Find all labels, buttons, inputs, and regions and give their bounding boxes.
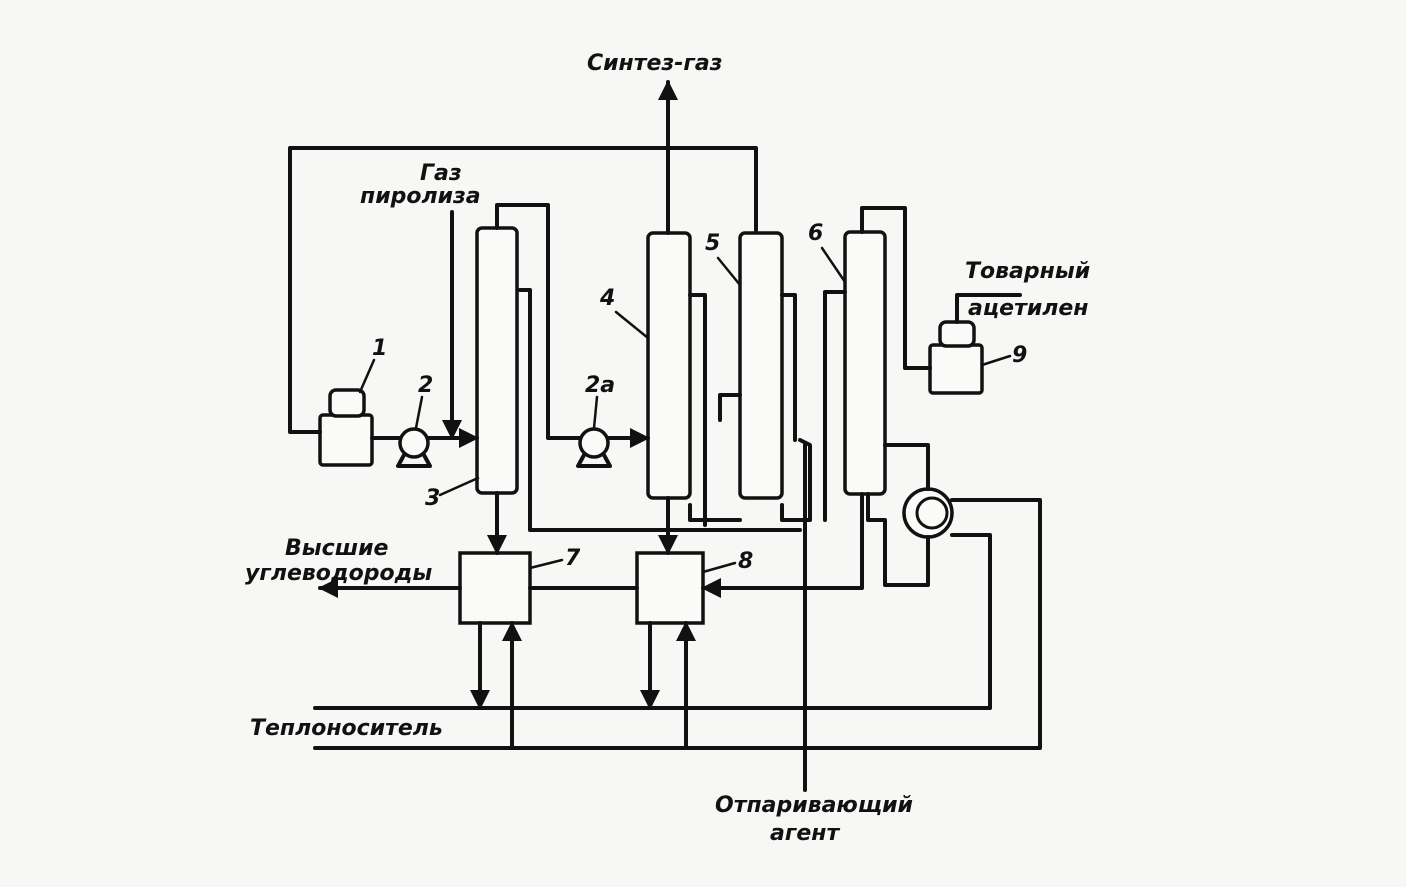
number-exchanger-7: 7 [565, 546, 581, 571]
number-pump-2: 2 [418, 373, 433, 398]
pump-circular [902, 487, 954, 539]
number-column-4: 4 [599, 286, 615, 311]
number-column-6: 6 [808, 221, 823, 246]
label-stripping-agent-2: агент [770, 821, 840, 846]
number-column-3: 3 [425, 486, 440, 511]
label-heat-carrier: Теплоноситель [250, 716, 443, 741]
heat-exchanger-7 [458, 551, 532, 625]
label-higher-hydrocarbons-1: Высшие [285, 536, 388, 561]
compressor-9 [928, 320, 984, 395]
label-pyrolysis-gas-1: Газ [420, 161, 462, 186]
label-pyrolysis-gas-2: пиролиза [360, 184, 481, 209]
label-commercial-acetylene-1: Товарный [965, 259, 1090, 284]
label-stripping-agent-1: Отпаривающий [715, 793, 913, 818]
label-commercial-acetylene-2: ацетилен [968, 296, 1088, 321]
label-higher-hydrocarbons-2: углеводороды [245, 561, 432, 586]
piping [288, 80, 1042, 792]
column-4 [646, 231, 692, 500]
number-column-5: 5 [705, 231, 720, 256]
column-6 [843, 230, 887, 496]
pump-2a [576, 427, 612, 468]
heat-exchanger-8 [635, 551, 705, 625]
number-compressor-9: 9 [1012, 343, 1027, 368]
label-syngas: Синтез-газ [587, 51, 722, 76]
pump-2 [396, 427, 432, 468]
column-3 [475, 226, 519, 495]
compressor-1 [318, 388, 374, 467]
number-compressor-1: 1 [372, 336, 387, 361]
number-pump-2a: 2а [585, 373, 615, 398]
column-5 [738, 231, 784, 500]
number-exchanger-8: 8 [738, 549, 753, 574]
